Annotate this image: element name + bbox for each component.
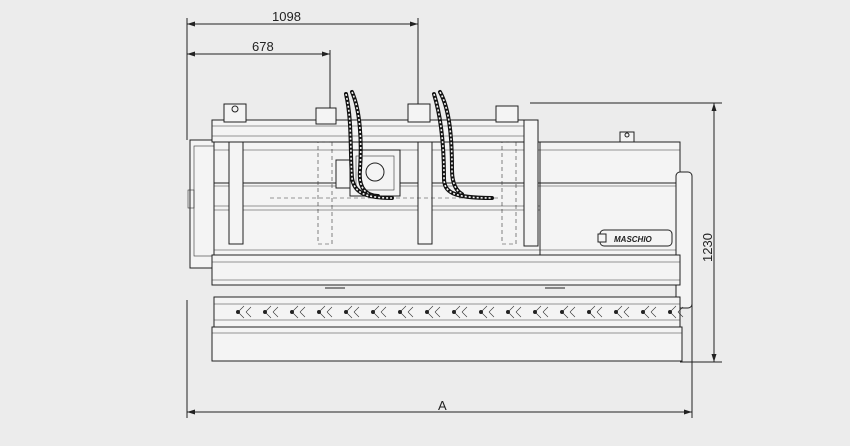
dimension-678-label: 678 (252, 39, 274, 54)
flail-blade (398, 305, 414, 319)
dimension-a: A (186, 300, 693, 418)
mower-body: MASCHIO (187, 103, 693, 362)
flail-blade (533, 305, 549, 319)
hydraulic-hoses (344, 90, 494, 200)
brand-label: MASCHIO (614, 235, 653, 244)
flail-blade (668, 305, 684, 319)
flail-blade (641, 305, 657, 319)
flail-blade (425, 305, 441, 319)
flail-blade (263, 305, 279, 319)
flail-blade (344, 305, 360, 319)
flail-blade (371, 305, 387, 319)
flail-blade (587, 305, 603, 319)
flail-blade (452, 305, 468, 319)
flail-blade (614, 305, 630, 319)
flail-blade (479, 305, 495, 319)
dimension-1098: 1098 (186, 9, 419, 140)
dimension-678: 678 (187, 39, 331, 112)
dimension-1230-label: 1230 (700, 233, 715, 262)
flail-row (236, 305, 684, 319)
flail-blade (506, 305, 522, 319)
flail-blade (317, 305, 333, 319)
dimension-1098-label: 1098 (272, 9, 301, 24)
dimension-1230: 1230 (530, 102, 722, 363)
flail-blade (236, 305, 252, 319)
dimension-a-label: A (438, 398, 447, 413)
flail-blade (290, 305, 306, 319)
flail-blade (560, 305, 576, 319)
